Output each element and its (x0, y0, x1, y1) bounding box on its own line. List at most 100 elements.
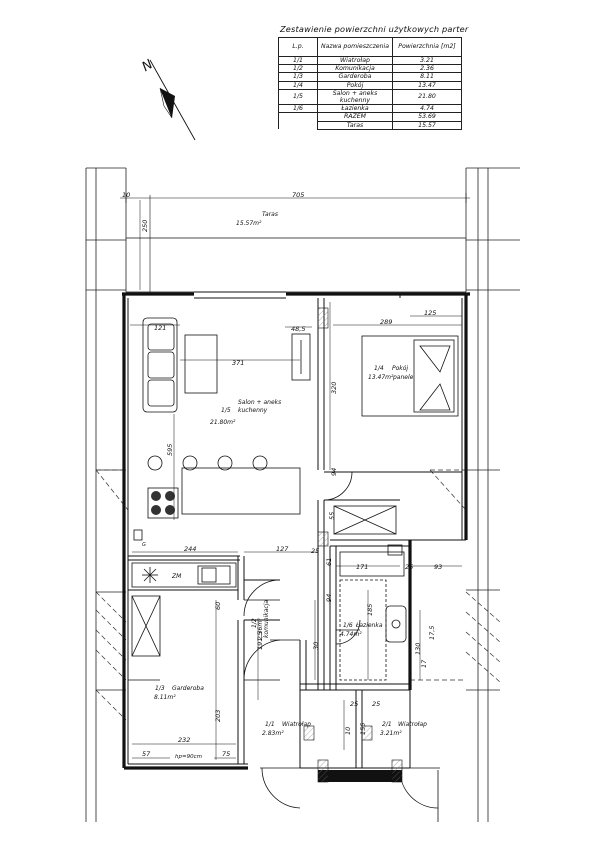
dim-289: 289 (380, 318, 392, 326)
row-area: 8.11 (392, 72, 462, 82)
wiatrolap2-number: 2/1 (382, 721, 392, 728)
terrace (120, 193, 470, 293)
gas-meter-icon (133, 529, 143, 541)
wiatrolap2-area: 3.21m² (380, 730, 402, 737)
terrace-name: Taras (262, 211, 278, 218)
lazienka-area: 4.74m² (340, 631, 362, 638)
dim-25b: 25 (405, 563, 413, 571)
dim-17: 17 (420, 659, 428, 668)
kitchen-island (147, 455, 301, 515)
washbasin-icon (385, 605, 407, 643)
sofa-icon (142, 317, 178, 413)
dim-94a: 94 (330, 468, 338, 476)
dim-60: 60 (214, 602, 222, 610)
salon-name: Salon + aneks (238, 399, 281, 406)
table-terrace-row: Taras 15.57 (278, 120, 462, 130)
table-row: 1/6 Łazienka 4.74 (278, 104, 462, 114)
washing-machine-icon (387, 544, 403, 556)
dim-10: 10 (122, 191, 130, 199)
komunikacja-area: 2.36m² (257, 618, 264, 640)
dim-10b: 10 (344, 727, 352, 735)
north-arrow-icon: N (140, 57, 196, 141)
pokoj-area: 13.47m² (368, 374, 394, 381)
exterior-walls (122, 292, 470, 770)
pokoj-floor: panele (392, 374, 414, 381)
dim-130: 130 (414, 643, 422, 655)
room-labels: Taras 15.57m² 1/5 Salon + aneks kuchenny… (142, 211, 427, 737)
row-name: Salon + aneks kuchenny (317, 88, 393, 106)
kitchen-counter (131, 562, 237, 588)
table-total-row: RAZEM 53.69 (278, 112, 462, 122)
tv-cabinet (291, 333, 311, 381)
dim-30: 30 (312, 642, 320, 650)
dim-185: 185 (366, 604, 374, 616)
dim-25d: 25 (372, 700, 380, 708)
dim-75: 75 (222, 750, 230, 758)
dim-320: 320 (330, 382, 338, 394)
dim-705: 705 (292, 191, 304, 199)
table-row: 1/4 Pokój 13.47 (278, 80, 462, 90)
dimension-labels: 705 10 250 121 371 48,5 320 289 125 595 … (122, 191, 442, 760)
dim-61: 61 (325, 558, 333, 566)
dim-232: 232 (178, 736, 190, 744)
zm-label: ZM (171, 573, 182, 580)
komunikacja-number: 1/2 (251, 618, 258, 628)
dim-55: 55 (328, 512, 336, 520)
dim-371: 371 (232, 359, 244, 367)
bed-icon (361, 335, 459, 417)
wall-blocks (303, 307, 403, 783)
dim-191: 191,5 (256, 631, 264, 650)
pokoj-number: 1/4 (374, 365, 384, 372)
row-area: 21.80 (392, 88, 462, 106)
dim-244: 244 (184, 545, 196, 553)
dim-250: 250 (141, 220, 149, 232)
neighbour-outlines (85, 167, 520, 822)
wiatrolap1-name: Wiatrołap (282, 721, 311, 728)
table-row: 1/5 Salon + aneks kuchenny 21.80 (278, 88, 462, 106)
terrace-value: 15.57 (392, 120, 462, 130)
wiatrolap2-name: Wiatrołap (398, 721, 427, 728)
table-row: 1/2 Komunikacja 2.36 (278, 64, 462, 74)
dim-48: 48,5 (291, 325, 305, 333)
row-area: 13.47 (392, 80, 462, 90)
salon-number: 1/5 (221, 407, 231, 414)
table-header-row: L.p. Nazwa pomieszczenia Powierzchnia [m… (278, 37, 462, 57)
salon-name-line2: kuchenny (238, 407, 268, 414)
garderoba-name: Garderoba (172, 685, 204, 692)
terrace-area: 15.57m² (236, 220, 262, 227)
dim-93: 93 (434, 563, 442, 571)
gas-label: G (142, 542, 146, 548)
dimension-lines (130, 200, 462, 760)
pokoj-name: Pokój (392, 365, 408, 372)
closet-unit (333, 505, 397, 535)
dim-175: 17,5 (428, 626, 436, 640)
lazienka-number: 1/6 (343, 622, 353, 629)
dim-125: 125 (424, 309, 436, 317)
komunikacja-name: komunikacja (263, 600, 270, 638)
dim-203: 203 (214, 710, 222, 722)
total-value: 53.69 (392, 112, 462, 122)
table-row: 1/1 Wiatrołap 3.21 (278, 55, 462, 66)
dim-155: 155 (359, 723, 367, 735)
dim-171: 171 (356, 563, 368, 571)
salon-area: 21.80m² (210, 419, 236, 426)
wall-inner-lines (127, 291, 463, 765)
wardrobe-cabinet (131, 595, 161, 657)
schedule-title: Zestawienie powierzchni użytkowych parte… (280, 24, 469, 34)
row-area: 4.74 (392, 104, 462, 114)
table-row: 1/3 Garderoba 8.11 (278, 72, 462, 82)
fridge-star-icon (142, 567, 158, 583)
dim-127: 127 (276, 545, 289, 553)
dim-595: 595 (166, 444, 174, 456)
dim-121: 121 (154, 324, 166, 332)
dim-94b: 94 (325, 594, 333, 602)
dim-57: 57 (142, 750, 151, 758)
row-area: 2.36 (392, 64, 462, 74)
interior-walls (128, 298, 466, 769)
wiatrolap1-number: 1/1 (265, 721, 275, 728)
dim-25a: 25 (311, 547, 319, 555)
dim-25c: 25 (350, 700, 358, 708)
coffee-table (184, 334, 218, 394)
garderoba-number: 1/3 (155, 685, 165, 692)
wiatrolap1-area: 2.83m² (262, 730, 284, 737)
